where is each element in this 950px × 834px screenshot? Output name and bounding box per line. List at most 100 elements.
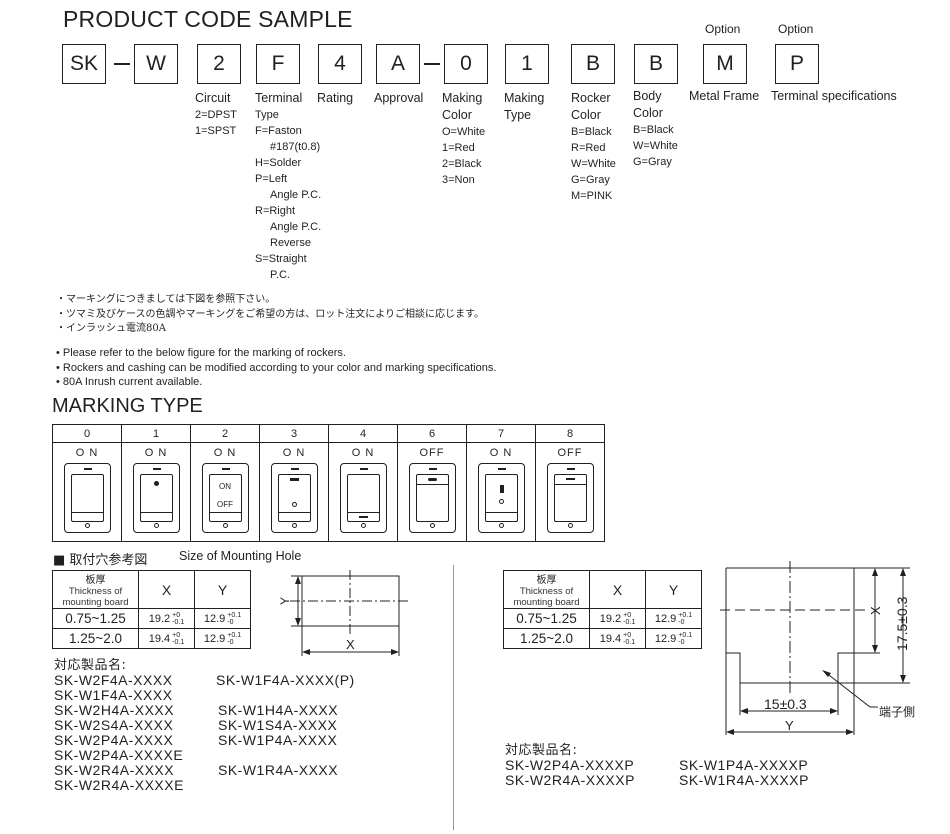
- rocker-color-column: Rocker Color B=Black R=Red W=White G=Gra…: [571, 90, 616, 204]
- product-name: SK-W1F4A-XXXX: [54, 687, 173, 703]
- product-name: SK-W1F4A-XXXX(P): [216, 672, 355, 688]
- mounting-title-jp: ■ 取付穴参考図: [53, 553, 148, 568]
- x-value: 19.4+0-0.1: [589, 628, 646, 649]
- thickness-value: 1.25~2.0: [52, 628, 139, 649]
- off-text: OFF: [217, 500, 233, 509]
- y-value: 12.9+0.1-0: [194, 608, 251, 629]
- height-dim-label: 17.5±0.3: [894, 596, 910, 651]
- thickness-value: 0.75~1.25: [503, 608, 590, 629]
- body-color-column: Body Color B=Black W=White G=Gray: [633, 88, 678, 170]
- product-name: SK-W1P4A-XXXX: [218, 732, 338, 748]
- mounting-hole-diagram-left: Y X: [278, 570, 410, 656]
- code-box-series: SK: [62, 44, 106, 84]
- y-header: Y: [194, 570, 251, 609]
- column-title: Terminal specifications: [771, 89, 897, 103]
- product-row: SK-W1F4A-XXXX: [54, 688, 384, 703]
- marking-label: O N: [489, 447, 513, 459]
- marking-code: 0: [52, 424, 122, 443]
- product-name: SK-W2S4A-XXXX: [54, 717, 174, 733]
- x-dim-label: X: [346, 637, 355, 652]
- product-row: SK-W2R4A-XXXXE: [54, 778, 384, 793]
- mounting-hole-table-left: 板厚 Thickness of mounting board X Y 0.75~…: [52, 570, 251, 649]
- option-item: W=White: [633, 140, 678, 152]
- y-dim-label: Y: [278, 597, 292, 605]
- thickness-header: 板厚 Thickness of mounting board: [503, 570, 590, 609]
- y-dim-label: Y: [785, 718, 794, 733]
- column-title: Rocker: [571, 91, 611, 105]
- option-item: P=Left: [255, 173, 288, 185]
- option-item: R=Right: [255, 205, 296, 217]
- product-name: SK-W1P4A-XXXXP: [679, 757, 809, 773]
- option-item: G=Gray: [571, 174, 610, 186]
- product-row: SK-W2F4A-XXXX SK-W1F4A-XXXX(P): [54, 673, 384, 688]
- product-name: SK-W2P4A-XXXXE: [54, 747, 184, 763]
- option-item: B=Black: [633, 124, 674, 136]
- applicable-products-left: 対応製品名: SK-W2F4A-XXXX SK-W1F4A-XXXX(P) SK-…: [54, 658, 384, 793]
- marking-code: 8: [535, 424, 605, 443]
- marking-label: O N: [75, 447, 99, 459]
- x-value: 19.2+0-0.1: [138, 608, 195, 629]
- product-name: SK-W2F4A-XXXX: [54, 672, 173, 688]
- option-item: G=Gray: [633, 156, 672, 168]
- product-name: SK-W2R4A-XXXX: [54, 762, 175, 778]
- width-dim-label: 15±0.3: [764, 696, 807, 712]
- section-divider: [453, 565, 454, 830]
- column-title: Color: [442, 108, 472, 122]
- x-header: X: [138, 570, 195, 609]
- making-color-column: Making Color O=White 1=Red 2=Black 3=Non: [442, 90, 485, 188]
- mounting-hole-diagram-right: X 17.5±0.3 15±0.3 Y 端子側: [720, 561, 915, 735]
- applicable-title: 対応製品名:: [54, 658, 127, 673]
- note-line: • Please refer to the below figure for t…: [56, 347, 346, 359]
- marking-cell: O N: [328, 442, 398, 542]
- product-name: SK-W1R4A-XXXX: [218, 762, 339, 778]
- approval-column: Approval: [374, 90, 423, 107]
- metal-frame-column: Metal Frame: [689, 88, 759, 105]
- code-dash: [114, 63, 130, 65]
- page-title: PRODUCT CODE SAMPLE: [63, 6, 353, 32]
- mounting-hole-table-right: 板厚 Thickness of mounting board X Y 0.75~…: [503, 570, 702, 649]
- notes-japanese: ・マーキングにつきましては下図を参照下さい。 ・ツマミ及びケースの色調やマーキン…: [56, 293, 484, 337]
- marking-cell: O N: [121, 442, 191, 542]
- marking-cell: OFF: [535, 442, 605, 542]
- column-title: Color: [571, 108, 601, 122]
- option-item: H=Solder: [255, 157, 302, 169]
- marking-label: OFF: [419, 447, 445, 459]
- column-title: Making: [442, 91, 483, 105]
- product-name: SK-W2H4A-XXXX: [54, 702, 175, 718]
- x-value: 19.4+0-0.1: [138, 628, 195, 649]
- marking-cell: OFF: [397, 442, 467, 542]
- circuit-column: Circuit 2=DPST 1=SPST: [195, 90, 237, 139]
- rocker-switch-bottom-bar-icon: [339, 463, 387, 533]
- product-name: SK-W1R4A-XXXXP: [679, 772, 809, 788]
- rocker-switch-icon: [63, 463, 111, 533]
- on-text: ON: [219, 482, 231, 491]
- header-en: Thickness of: [519, 586, 574, 597]
- column-title: Circuit: [195, 91, 231, 105]
- notes-english: • Please refer to the below figure for t…: [56, 346, 496, 390]
- option-item: 2=Black: [442, 158, 482, 170]
- product-row: SK-W2R4A-XXXXP SK-W1R4A-XXXXP: [505, 773, 809, 788]
- column-title: Rating: [317, 91, 354, 105]
- marking-label: O N: [144, 447, 168, 459]
- code-box-terminal: F: [256, 44, 300, 84]
- option-item: M=PINK: [571, 190, 613, 202]
- x-header: X: [589, 570, 646, 609]
- option-label: Option: [705, 22, 741, 36]
- option-item: Angle P.C.: [270, 221, 322, 233]
- y-value: 12.9+0.1-0: [645, 628, 702, 649]
- code-box-making-color: 0: [444, 44, 488, 84]
- marking-code: 7: [466, 424, 536, 443]
- option-item: O=White: [442, 126, 486, 138]
- option-item: P.C.: [270, 269, 290, 281]
- mounting-title-en: Size of Mounting Hole: [179, 549, 302, 563]
- product-name: SK-W2R4A-XXXXP: [505, 772, 635, 788]
- header-jp: 板厚: [85, 575, 106, 586]
- applicable-title: 対応製品名:: [505, 743, 578, 758]
- option-item: B=Black: [571, 126, 612, 138]
- option-item: R=Red: [571, 142, 606, 154]
- option-item: Type: [255, 109, 279, 121]
- marking-code: 6: [397, 424, 467, 443]
- product-name: SK-W2R4A-XXXXE: [54, 777, 184, 793]
